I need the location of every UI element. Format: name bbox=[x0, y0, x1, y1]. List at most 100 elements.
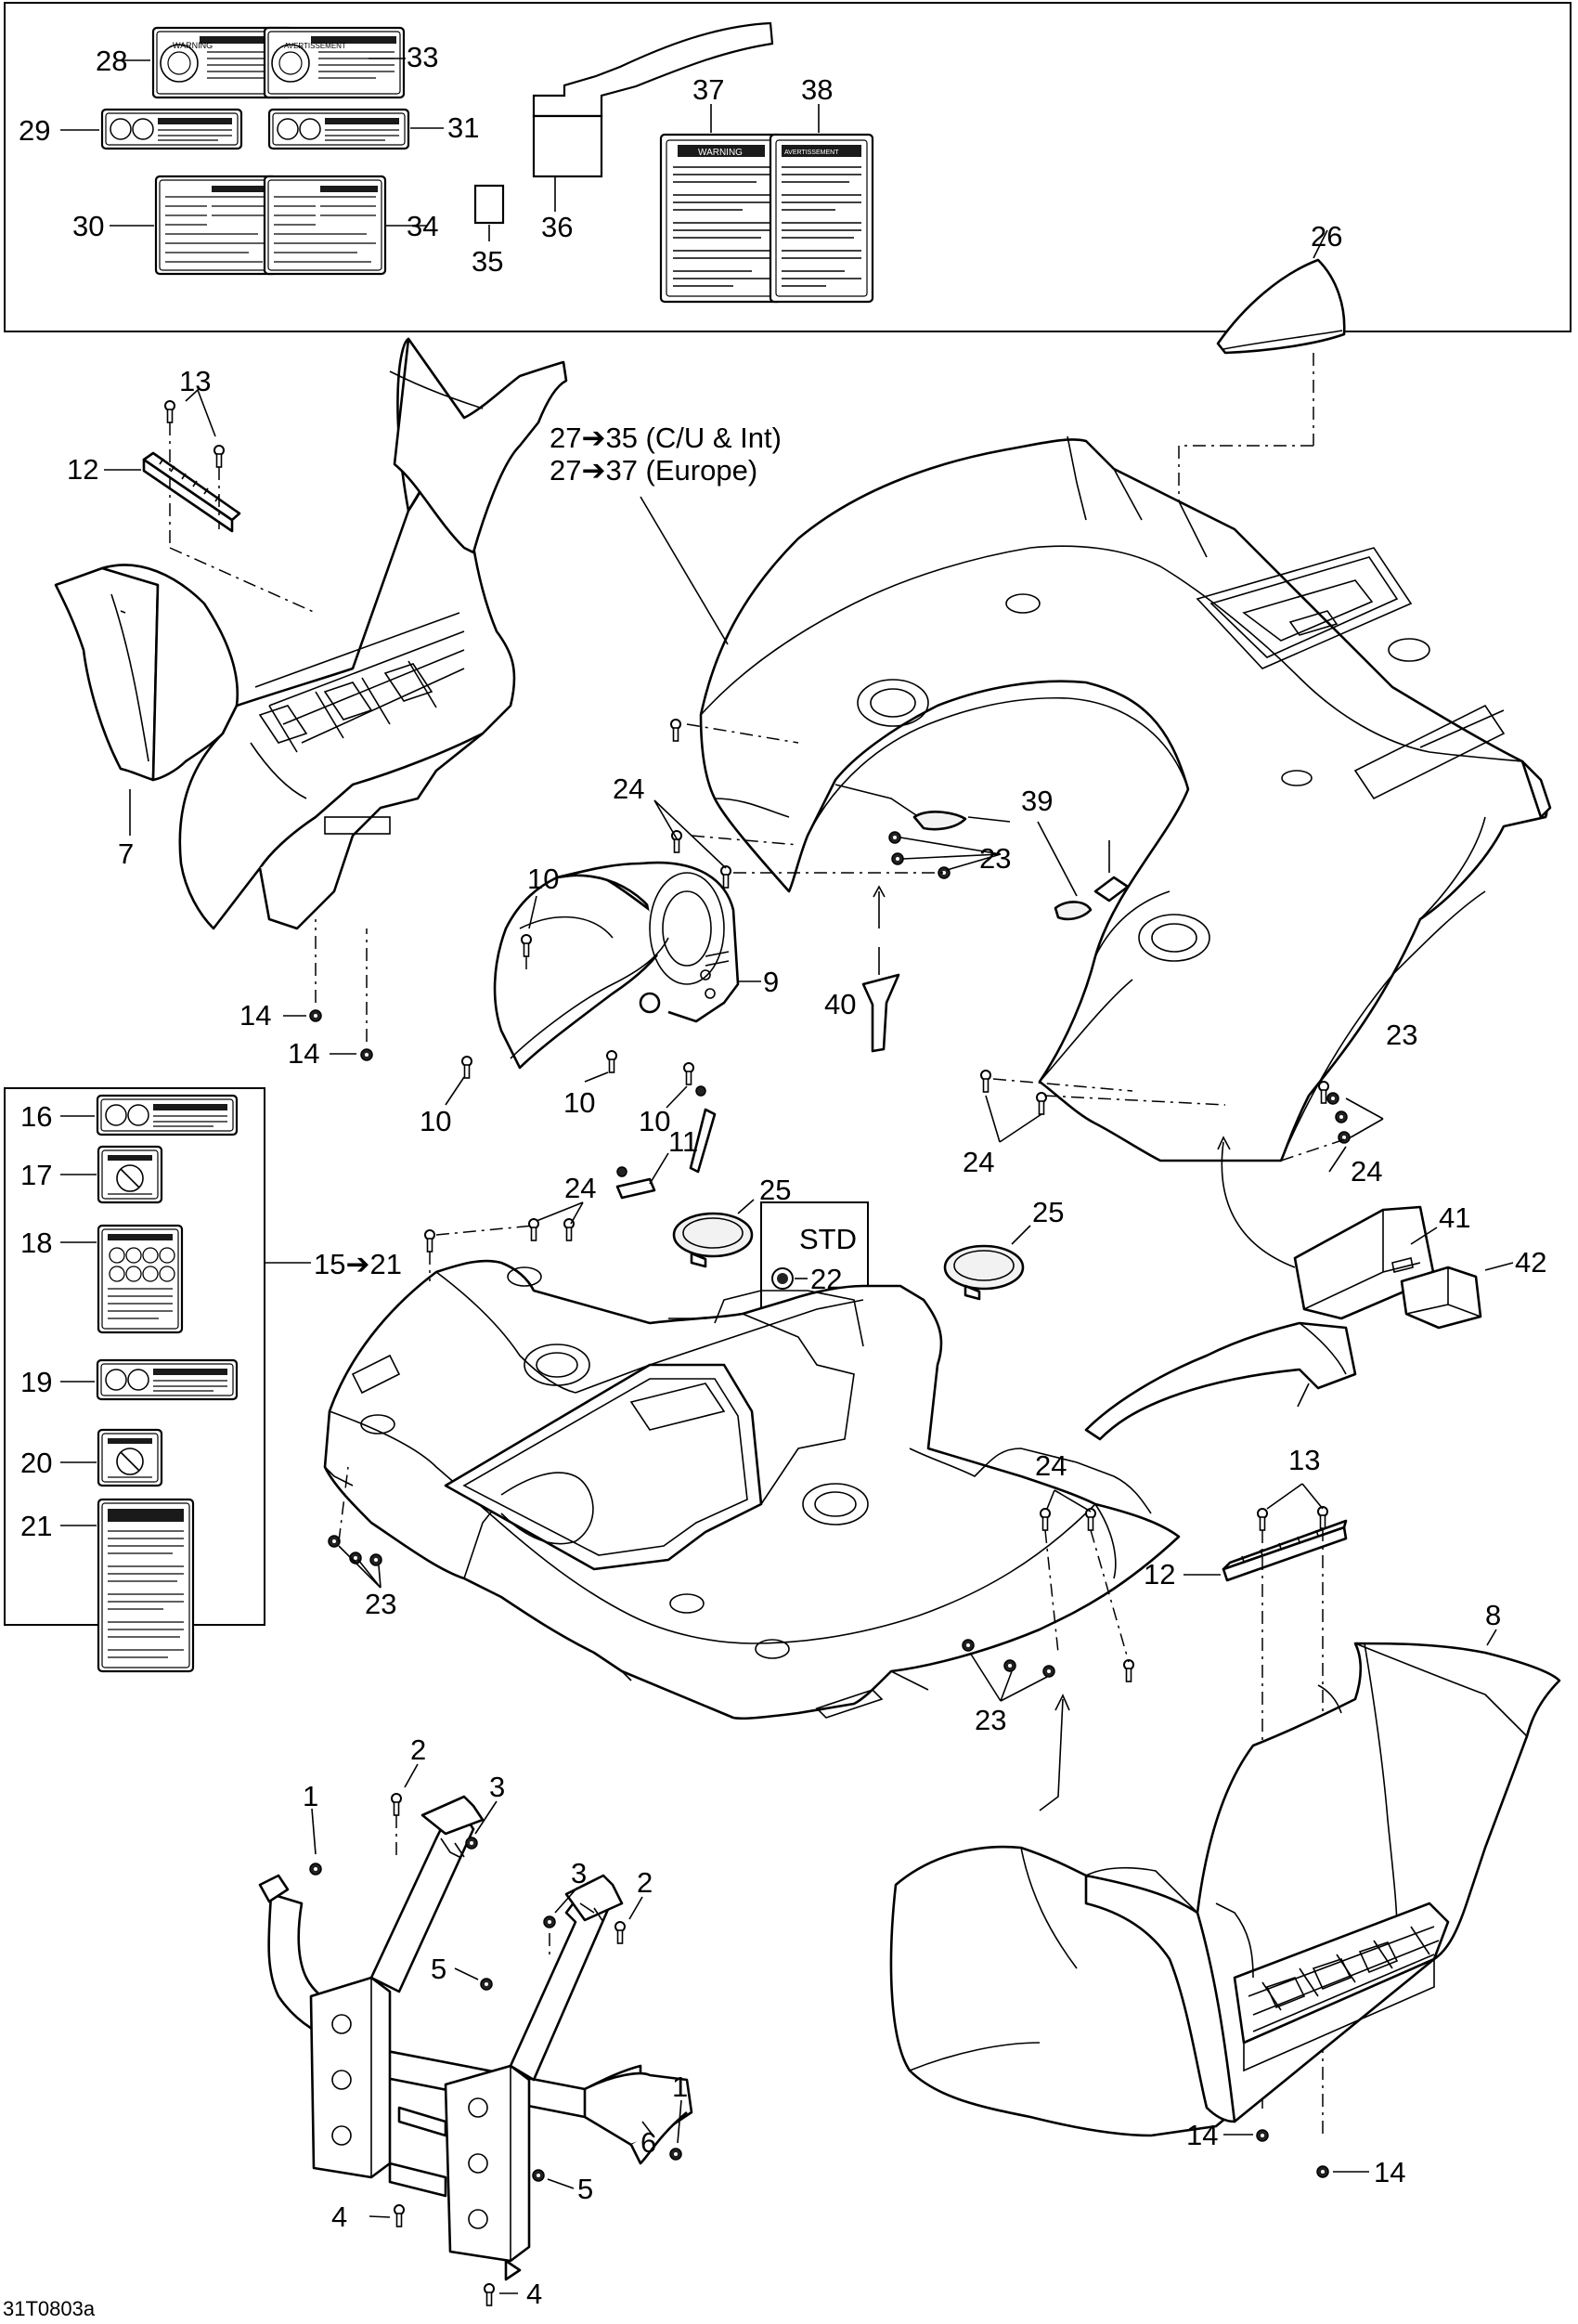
part-38-cap-b[interactable] bbox=[1054, 901, 1093, 921]
nut-14a bbox=[309, 1009, 322, 1022]
callout-26: 26 bbox=[1311, 220, 1342, 253]
callout-32: 33 bbox=[407, 41, 438, 73]
decal-28: WARNING bbox=[151, 26, 294, 99]
callout-1b: 1 bbox=[672, 2071, 688, 2103]
callout-13a: 13 bbox=[179, 365, 211, 397]
nut-23e bbox=[1335, 1110, 1348, 1123]
bolt-10d bbox=[683, 1062, 694, 1085]
part-8-front-fender-right[interactable] bbox=[889, 1642, 1561, 2137]
callout-18: 18 bbox=[20, 1227, 52, 1259]
decal-33 bbox=[263, 175, 387, 276]
callout-16: 16 bbox=[20, 1100, 52, 1133]
nut-23a bbox=[888, 831, 901, 844]
callout-10a: 10 bbox=[527, 863, 559, 895]
callout-41: 42 bbox=[1515, 1246, 1546, 1279]
part-11-clip[interactable] bbox=[615, 1085, 717, 1200]
part-43-trim-strip[interactable] bbox=[1084, 1321, 1357, 1441]
callout-20: 20 bbox=[20, 1447, 52, 1479]
callout-3b: 3 bbox=[571, 1857, 587, 1889]
callout-13b: 13 bbox=[1288, 1444, 1320, 1476]
nut-1a bbox=[309, 1863, 322, 1876]
std-label: STD bbox=[799, 1223, 857, 1255]
part-26-cover[interactable] bbox=[1216, 258, 1346, 355]
decal-21 bbox=[97, 1498, 195, 1673]
decal-37-heading: AVERTISSEMENT bbox=[784, 149, 839, 156]
callout-4b: 4 bbox=[526, 2278, 542, 2310]
bolt-24c bbox=[670, 719, 681, 742]
decal-kit-frame bbox=[4, 2, 1572, 332]
callout-9: 9 bbox=[763, 966, 779, 998]
callout-24d: 24 bbox=[564, 1172, 596, 1204]
group-label-na: 27➔35 (C/U & Int) bbox=[550, 422, 782, 454]
callout-38: 39 bbox=[1021, 785, 1053, 817]
callout-23b: 23 bbox=[1386, 1019, 1417, 1051]
callout-31: 31 bbox=[447, 111, 479, 144]
callout-1a: 1 bbox=[303, 1780, 318, 1812]
part-12-footpeg-plate-left[interactable] bbox=[142, 451, 241, 533]
decal-16 bbox=[96, 1094, 239, 1136]
bolt-13a bbox=[164, 400, 175, 423]
callout-14a: 14 bbox=[239, 999, 271, 1032]
nut-23c bbox=[938, 866, 951, 879]
decal-36-heading: WARNING bbox=[698, 148, 743, 158]
callout-23d: 23 bbox=[975, 1704, 1006, 1736]
callout-34: 35 bbox=[472, 245, 503, 278]
decal-28-heading: WARNING bbox=[173, 41, 213, 50]
callout-28: 28 bbox=[96, 45, 127, 77]
part-25-cap-b[interactable] bbox=[943, 1244, 1025, 1301]
decal-19 bbox=[96, 1358, 239, 1401]
callout-7: 7 bbox=[118, 837, 134, 870]
part-9-console-bracket[interactable] bbox=[493, 861, 740, 1070]
callout-23c: 23 bbox=[365, 1588, 396, 1620]
callout-labels: 28 33 29 31 30 34 35 36 37 38 26 27➔35 (… bbox=[3, 41, 1546, 2320]
nut-3a bbox=[465, 1837, 478, 1850]
bolt-4b bbox=[484, 2283, 495, 2306]
nut-23d bbox=[1326, 1092, 1339, 1105]
callout-39: 40 bbox=[824, 988, 856, 1020]
callout-35: 36 bbox=[541, 211, 573, 243]
part-22-washer[interactable] bbox=[771, 1267, 794, 1290]
bolt-24e bbox=[720, 865, 731, 889]
callout-40: 41 bbox=[1439, 1201, 1470, 1234]
part-27-front-body-panel[interactable] bbox=[699, 435, 1552, 1162]
nut-14d bbox=[1316, 2165, 1329, 2178]
callout-12b: 12 bbox=[1144, 1558, 1175, 1590]
part-7-front-fender-left[interactable] bbox=[54, 337, 568, 930]
decal-35-lower bbox=[532, 114, 603, 178]
callout-22: 22 bbox=[810, 1263, 842, 1295]
nut-23g bbox=[328, 1535, 341, 1548]
part-12-footpeg-plate-right[interactable] bbox=[1222, 1519, 1348, 1582]
callout-10b: 10 bbox=[420, 1105, 451, 1137]
callout-11: 11 bbox=[668, 1125, 698, 1158]
callout-19: 19 bbox=[20, 1366, 52, 1398]
callout-21: 21 bbox=[20, 1510, 52, 1542]
callout-5a: 5 bbox=[431, 1953, 446, 1985]
callout-25a: 25 bbox=[759, 1174, 791, 1206]
callout-10c: 10 bbox=[563, 1086, 595, 1119]
decal-20 bbox=[97, 1428, 163, 1487]
decal-31 bbox=[267, 108, 410, 150]
callout-24c: 24 bbox=[1351, 1155, 1382, 1188]
nut-23b bbox=[891, 852, 904, 865]
bolt-10b bbox=[461, 1056, 472, 1079]
callout-14d: 14 bbox=[1374, 2156, 1405, 2188]
decal-37: AVERTISSEMENT bbox=[769, 133, 874, 304]
part-25-cap-a[interactable] bbox=[672, 1212, 754, 1268]
part-15-rear-body-panel[interactable] bbox=[323, 1259, 1181, 1720]
decal-34 bbox=[473, 184, 505, 225]
nut-3b bbox=[543, 1915, 556, 1928]
callout-12a: 12 bbox=[67, 453, 98, 486]
callout-17: 17 bbox=[20, 1159, 52, 1191]
decal-18 bbox=[97, 1224, 184, 1334]
bolt-24a bbox=[424, 1229, 435, 1253]
group-label-eu: 27➔37 (Europe) bbox=[550, 454, 757, 487]
part-38-cap-a[interactable] bbox=[912, 811, 967, 831]
part-6-front-bumper[interactable] bbox=[258, 1795, 693, 2281]
callout-3a: 3 bbox=[489, 1771, 505, 1803]
bolt-2a bbox=[391, 1793, 402, 1816]
bolt-24b bbox=[528, 1218, 539, 1241]
nut-23j bbox=[962, 1639, 975, 1652]
part-39-grommet[interactable] bbox=[861, 973, 900, 1053]
part-42-plug[interactable] bbox=[1093, 876, 1130, 902]
